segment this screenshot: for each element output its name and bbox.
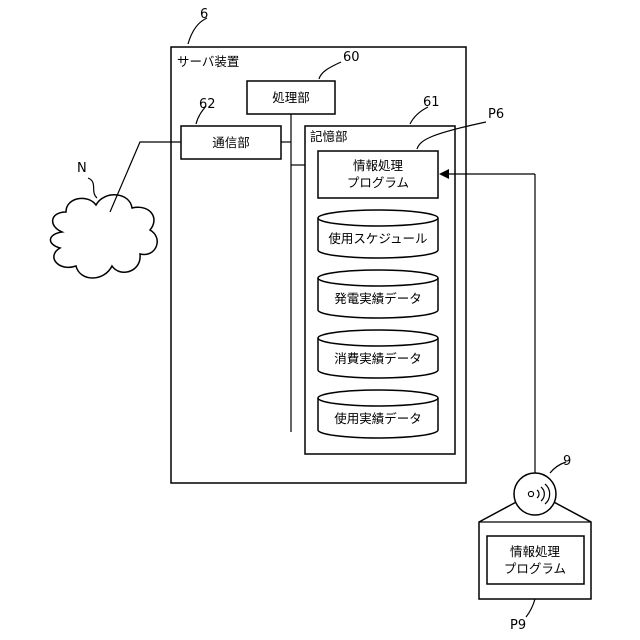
processing-unit-label: 処理部 — [272, 90, 310, 105]
medium-ref-label: 9 — [563, 454, 571, 469]
database-cylinder-top — [318, 390, 438, 406]
communication-ref-label: 62 — [199, 97, 216, 112]
network-ref-leader — [88, 178, 97, 198]
database-cylinder: 消費実績データ — [318, 330, 438, 378]
server-program-ref-label: P6 — [488, 107, 504, 122]
database-label-usage-record: 使用実績データ — [334, 411, 422, 426]
database-cylinder: 使用スケジュール — [318, 210, 438, 258]
database-cylinder: 使用実績データ — [318, 390, 438, 438]
database-label-generation-record: 発電実績データ — [334, 291, 422, 306]
server-device-title: サーバ装置 — [177, 54, 239, 69]
medium-program-ref-label: P9 — [510, 618, 526, 633]
database-label-usage-schedule: 使用スケジュール — [328, 231, 427, 246]
database-cylinder: 発電実績データ — [318, 270, 438, 318]
server-program-line1: 情報処理 — [353, 158, 404, 173]
storage-unit: 記憶部 61 情報処理 プログラム P6 使用スケジュール 発電実績データ 消費… — [305, 95, 504, 454]
medium-program-line1: 情報処理 — [510, 544, 561, 559]
medium-program-ref-leader — [526, 599, 535, 617]
database-label-consumption-record: 消費実績データ — [334, 351, 422, 366]
network: N — [50, 142, 181, 278]
database-cylinder-top — [318, 330, 438, 346]
server-ref-label: 6 — [200, 7, 208, 22]
database-cylinder-top — [318, 270, 438, 286]
storage-ref-label: 61 — [423, 95, 440, 110]
medium-program-line2: プログラム — [504, 561, 566, 576]
storage-unit-title: 記憶部 — [310, 129, 348, 144]
server-program-line2: プログラム — [347, 175, 409, 190]
network-ref-label: N — [77, 161, 87, 176]
network-cloud-icon — [50, 195, 157, 278]
database-cylinder-top — [318, 210, 438, 226]
communication-unit-label: 通信部 — [212, 135, 250, 150]
processing-ref-label: 60 — [343, 50, 360, 65]
